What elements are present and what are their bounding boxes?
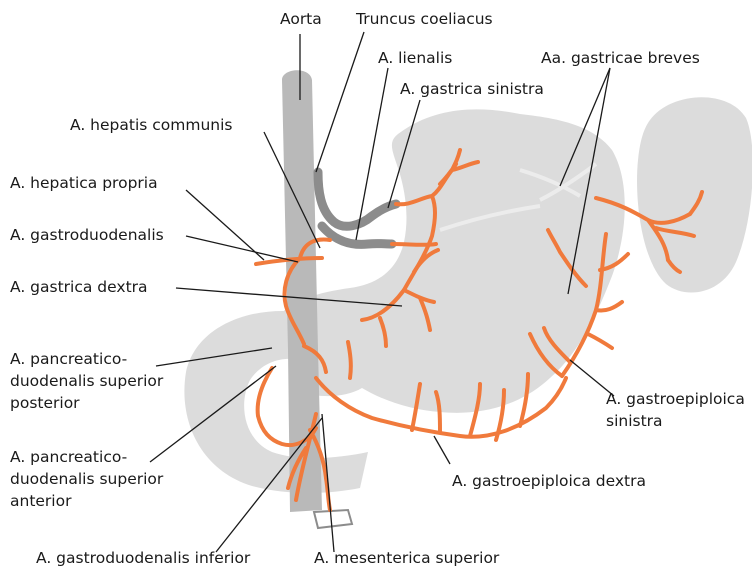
label-line: sinistra	[606, 410, 745, 432]
label-aorta: Aorta	[280, 8, 322, 30]
label-a-lienalis: A. lienalis	[378, 47, 452, 69]
label-a-gastroduodenalis-inferior: A. gastroduodenalis inferior	[36, 547, 250, 569]
label-aa-gastricae-breves: Aa. gastricae breves	[541, 47, 700, 69]
label-line: duodenalis superior	[10, 468, 163, 490]
label-a-hepatica-propria: A. hepatica propria	[10, 172, 158, 194]
label-a-hepatis-communis: A. hepatis communis	[70, 114, 233, 136]
label-line: anterior	[10, 490, 163, 512]
label-a-gastroepiploica-sinistra: A. gastroepiploica sinistra	[606, 388, 745, 432]
label-a-gastroduodenalis: A. gastroduodenalis	[10, 224, 164, 246]
label-truncus-coeliacus: Truncus coeliacus	[356, 8, 493, 30]
leader-truncus	[316, 32, 364, 172]
label-a-gastroepiploica-dextra: A. gastroepiploica dextra	[452, 470, 646, 492]
label-pd-superior-posterior: A. pancreatico- duodenalis superior post…	[10, 348, 163, 414]
spleen-shape	[637, 97, 752, 292]
leader-gastroepiploica-dextra	[434, 436, 450, 464]
label-line: A. pancreatico-	[10, 348, 163, 370]
aorta-lower-cut	[314, 510, 352, 528]
label-a-gastrica-sinistra: A. gastrica sinistra	[400, 78, 544, 100]
label-a-mesenterica-superior: A. mesenterica superior	[314, 547, 499, 569]
truncus-coeliacus-vessel	[318, 172, 396, 226]
leader-hepatica-propria	[186, 190, 264, 260]
label-line: duodenalis superior	[10, 370, 163, 392]
label-line: A. gastroepiploica	[606, 388, 745, 410]
label-line: posterior	[10, 392, 163, 414]
label-a-gastrica-dextra: A. gastrica dextra	[10, 276, 148, 298]
label-pd-superior-anterior: A. pancreatico- duodenalis superior ante…	[10, 446, 163, 512]
label-line: A. pancreatico-	[10, 446, 163, 468]
